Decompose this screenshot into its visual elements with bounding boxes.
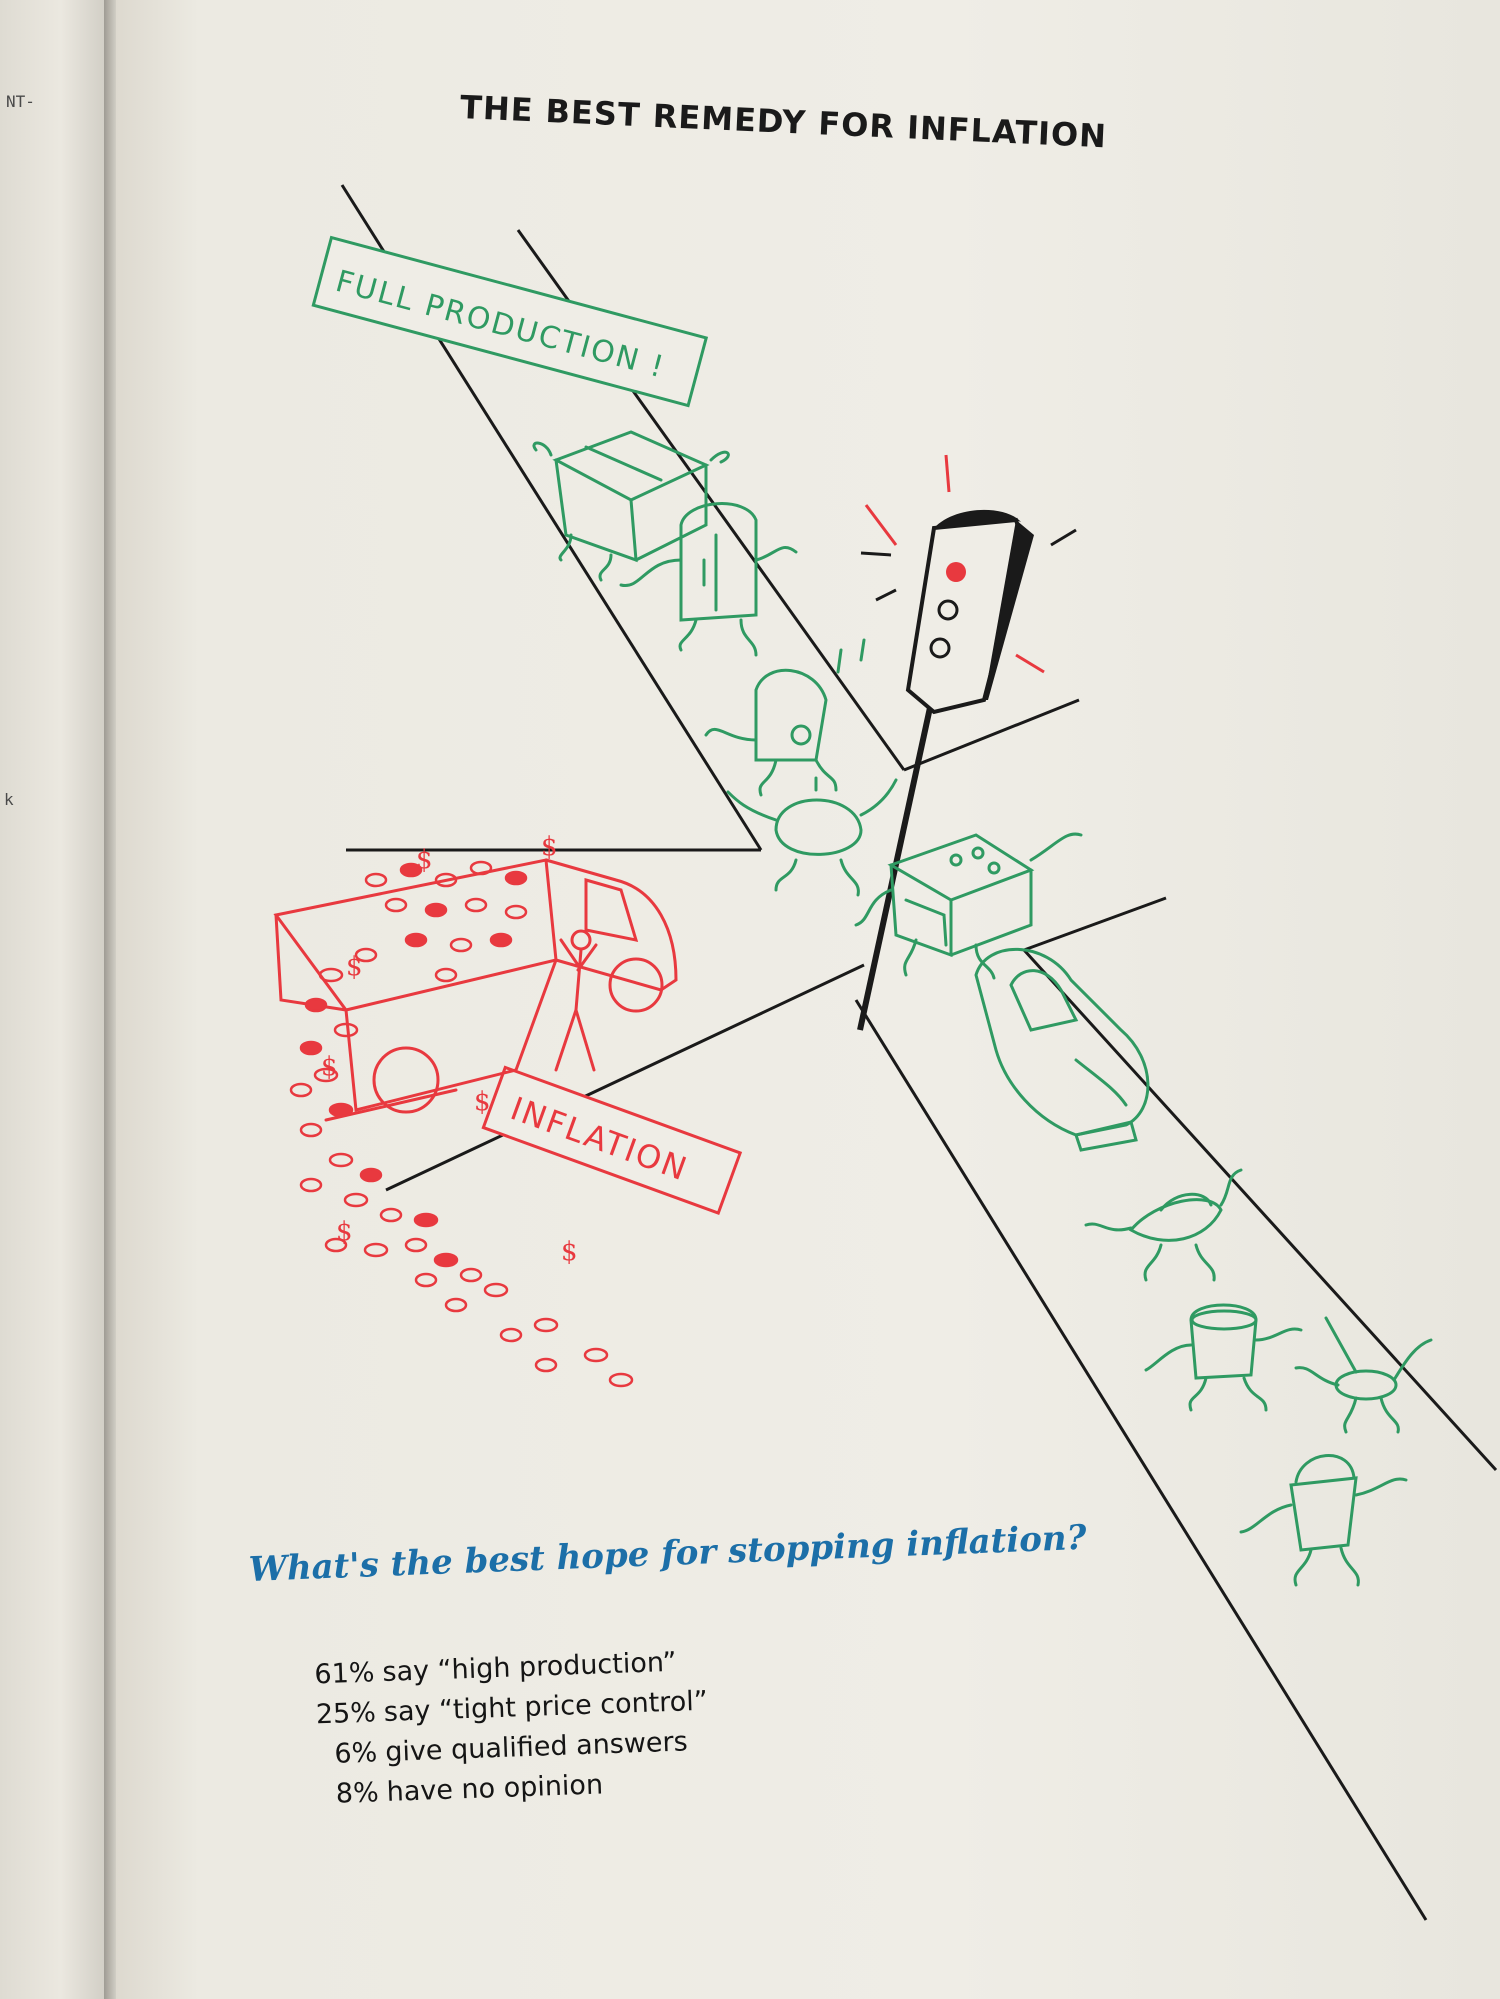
- stove-icon: [854, 832, 1083, 980]
- book-gutter: [104, 0, 118, 1999]
- facing-page-text-fragment: k: [4, 790, 14, 809]
- result-percentage: 6%: [333, 1737, 378, 1770]
- result-percentage: 61%: [313, 1657, 376, 1691]
- illustration: FULL PRODUCTION ! INFLATION: [273, 184, 1498, 1921]
- teapot-icon: [726, 776, 898, 897]
- svg-text:$: $: [321, 1052, 338, 1082]
- survey-results: 61%say “high production” 25%say “tight p…: [296, 1646, 711, 1820]
- refrigerator-icon: [619, 502, 798, 657]
- pot-icon: [1144, 1303, 1303, 1412]
- svg-text:$: $: [346, 952, 363, 982]
- facing-page-text-fragment: NT-: [6, 92, 35, 111]
- svg-text:$: $: [336, 1217, 353, 1247]
- car-icon: [974, 947, 1150, 1152]
- road-lines: [340, 184, 1498, 1921]
- svg-text:$: $: [474, 1087, 491, 1117]
- frying-pan-icon: [1294, 1316, 1433, 1434]
- result-percentage: 8%: [335, 1777, 380, 1810]
- svg-text:$: $: [416, 845, 433, 875]
- bucket-icon: [1239, 1454, 1408, 1587]
- walking-appliances: [532, 430, 1433, 1587]
- iron-icon: [1084, 1168, 1243, 1282]
- full-production-sign: FULL PRODUCTION !: [311, 235, 709, 408]
- inflation-sign: INFLATION: [481, 1065, 743, 1216]
- result-text: have no opinion: [386, 1769, 604, 1808]
- svg-text:$: $: [561, 1237, 578, 1267]
- coins: [289, 860, 634, 1388]
- book-page: THE BEST REMEDY FOR INFLATION: [116, 0, 1500, 1999]
- man-pushing-truck-icon: [554, 929, 598, 1072]
- dollar-signs: $ $ $ $ $ $ $: [321, 832, 578, 1267]
- svg-text:$: $: [541, 832, 558, 862]
- result-percentage: 25%: [315, 1697, 377, 1731]
- traffic-light-icon: [857, 454, 1077, 1031]
- facing-page: NT- k: [0, 0, 110, 1999]
- box-appliance-icon: [532, 430, 730, 582]
- radio-icon: [704, 638, 866, 797]
